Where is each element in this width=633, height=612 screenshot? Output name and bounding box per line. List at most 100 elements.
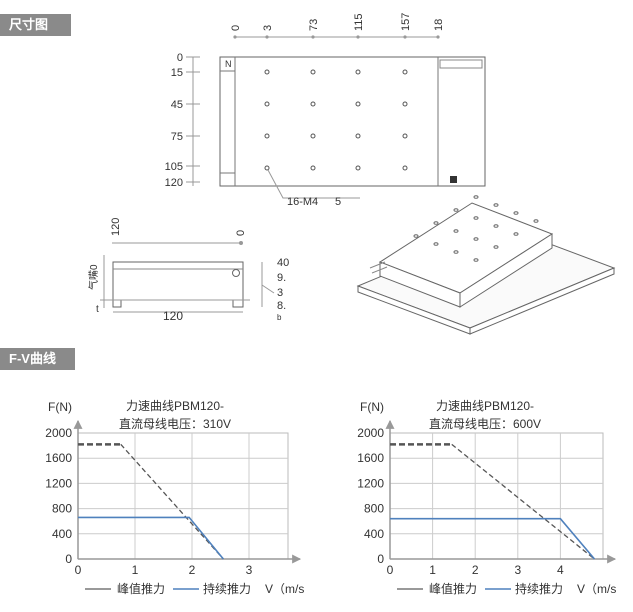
x-dim-label: 18 bbox=[433, 19, 445, 31]
x-dim-label: 0 bbox=[230, 25, 242, 31]
side-right-label: 3 bbox=[277, 287, 283, 299]
connector-block bbox=[450, 176, 457, 183]
side-left-label: 气嘴0 bbox=[87, 264, 100, 290]
x-axis-label: V（m/s bbox=[265, 582, 304, 596]
x-dim-tick bbox=[403, 35, 407, 39]
iso-hole bbox=[493, 245, 499, 249]
mount-hole bbox=[264, 133, 270, 139]
y-tick-label: 400 bbox=[364, 527, 384, 541]
side-right-label: 40 bbox=[277, 257, 289, 269]
y-axis-label: F(N) bbox=[360, 400, 384, 414]
x-dim-tick bbox=[265, 35, 269, 39]
mount-hole bbox=[310, 133, 316, 139]
plate-outline bbox=[219, 56, 486, 187]
x-dim-label: 157 bbox=[400, 13, 412, 31]
mount-hole bbox=[355, 133, 361, 139]
mount-hole bbox=[402, 165, 408, 171]
side-view: 120 0 120 气嘴0 t 409.38.b bbox=[87, 218, 289, 323]
y-dim-label: 45 bbox=[171, 99, 183, 111]
legend-label-continuous: 持续推力 bbox=[515, 581, 563, 596]
y-tick-label: 1600 bbox=[357, 451, 384, 465]
mount-hole bbox=[355, 165, 361, 171]
x-tick-label: 4 bbox=[557, 563, 564, 577]
mount-hole bbox=[355, 69, 361, 75]
hole-leader bbox=[267, 169, 360, 199]
chart-title: 力速曲线PBM120- bbox=[436, 399, 534, 413]
iso-hole bbox=[473, 195, 479, 199]
hole-note-suffix: 5 bbox=[335, 196, 341, 208]
x-dim-label: 73 bbox=[308, 19, 320, 31]
iso-hole bbox=[433, 221, 439, 225]
iso-hole bbox=[513, 232, 519, 236]
side-top-label-0: 120 bbox=[110, 218, 122, 236]
y-dim-label: 0 bbox=[177, 52, 183, 64]
y-tick-label: 400 bbox=[52, 527, 72, 541]
y-tick-label: 1600 bbox=[45, 451, 72, 465]
series-continuous bbox=[390, 517, 596, 560]
y-tick-label: 1200 bbox=[357, 476, 384, 490]
iso-hole bbox=[473, 237, 479, 241]
series-peak-slope bbox=[451, 443, 595, 560]
mount-hole bbox=[402, 69, 408, 75]
side-top-label-1: 0 bbox=[235, 230, 247, 236]
x-dim-label: 115 bbox=[353, 13, 365, 31]
iso-hole bbox=[513, 211, 519, 215]
plot-frame bbox=[77, 432, 289, 560]
x-tick-label: 3 bbox=[514, 563, 521, 577]
y-tick-label: 800 bbox=[364, 502, 384, 516]
x-tick-label: 1 bbox=[429, 563, 436, 577]
y-tick-label: 1200 bbox=[45, 476, 72, 490]
side-bottom-label: 120 bbox=[163, 309, 183, 323]
mount-hole bbox=[264, 165, 270, 171]
motor-body bbox=[112, 261, 244, 301]
x-tick-label: 2 bbox=[472, 563, 479, 577]
iso-hole bbox=[493, 203, 499, 207]
x-tick-label: 0 bbox=[387, 563, 394, 577]
y-tick-label: 2000 bbox=[357, 426, 384, 440]
air-nozzle bbox=[232, 269, 240, 277]
hole-note: 16-M4 bbox=[287, 196, 318, 208]
section-tag-fv-curve: F-V曲线 bbox=[0, 348, 75, 370]
iso-hole bbox=[453, 229, 459, 233]
y-tick-label: 0 bbox=[65, 552, 72, 566]
x-dim-label: 3 bbox=[262, 25, 274, 31]
mount-hole bbox=[310, 101, 316, 107]
mount-hole bbox=[402, 133, 408, 139]
section-tag-dimensions: 尺寸图 bbox=[0, 14, 71, 36]
y-axis-label: F(N) bbox=[48, 400, 72, 414]
x-dim-tick bbox=[356, 35, 360, 39]
mount-hole bbox=[264, 101, 270, 107]
iso-hole bbox=[473, 258, 479, 262]
n-label: N bbox=[225, 59, 232, 69]
y-dim-label: 105 bbox=[165, 161, 183, 173]
x-dim-tick bbox=[436, 35, 440, 39]
y-tick-label: 0 bbox=[377, 552, 384, 566]
iso-hole bbox=[453, 208, 459, 212]
side-right-label: 8. bbox=[277, 300, 286, 312]
mount-hole bbox=[310, 69, 316, 75]
legend-label-continuous: 持续推力 bbox=[203, 581, 251, 596]
x-tick-label: 2 bbox=[189, 563, 196, 577]
side-right-label: 9. bbox=[277, 272, 286, 284]
y-tick-label: 2000 bbox=[45, 426, 72, 440]
y-dim-label: 75 bbox=[171, 131, 183, 143]
series-peak-slope bbox=[120, 443, 224, 560]
fv-chart-310v: 力速曲线PBM120- 直流母线电压：310V F(N) 2000 1600 1200 80… bbox=[45, 399, 304, 596]
chart-title: 力速曲线PBM120- bbox=[126, 399, 224, 413]
legend-label-peak: 峰值推力 bbox=[429, 581, 477, 596]
x-dim-tick bbox=[233, 35, 237, 39]
fv-chart-600v: 力速曲线PBM120-直流母线电压：600VF(N)20001600120080… bbox=[357, 399, 616, 596]
iso-hole bbox=[413, 234, 419, 238]
side-right-label: b bbox=[277, 313, 282, 322]
y-tick-label: 800 bbox=[52, 502, 72, 516]
iso-hole bbox=[433, 242, 439, 246]
mount-hole bbox=[402, 101, 408, 107]
series-continuous bbox=[78, 516, 224, 560]
x-tick-label: 0 bbox=[75, 563, 82, 577]
chart-subtitle: 直流母线电压：310V bbox=[119, 417, 231, 431]
iso-hole bbox=[533, 219, 539, 223]
y-dim-label: 120 bbox=[165, 177, 183, 189]
mount-hole bbox=[355, 101, 361, 107]
